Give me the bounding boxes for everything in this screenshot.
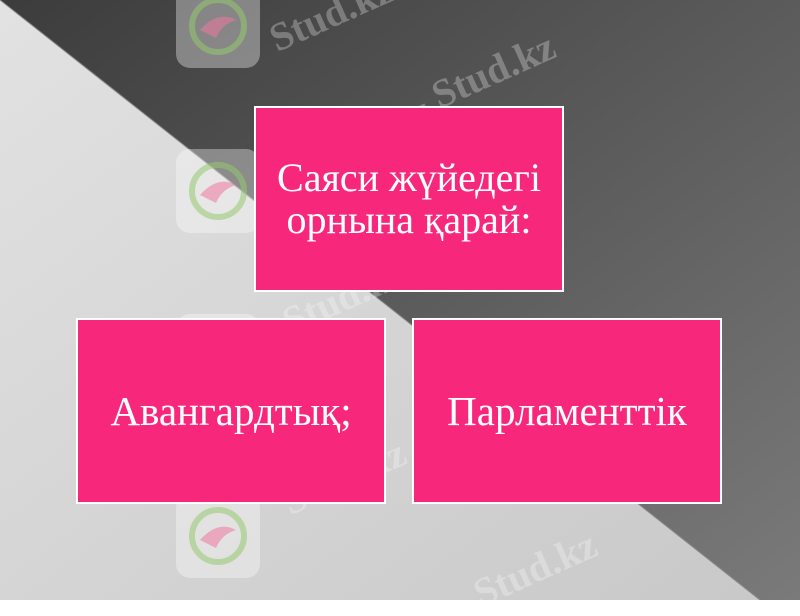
diagram-left-box: Авангардтық; bbox=[76, 318, 386, 504]
top-box-label: Саяси жүйедегі орнына қарай: bbox=[277, 155, 541, 242]
slide-background bbox=[0, 0, 800, 600]
left-box-label: Авангардтық; bbox=[110, 388, 352, 434]
diagram-right-box: Парламенттік bbox=[412, 318, 722, 504]
diagram-top-box: Саяси жүйедегі орнына қарай: bbox=[254, 106, 564, 292]
right-box-label: Парламенттік bbox=[447, 388, 687, 434]
